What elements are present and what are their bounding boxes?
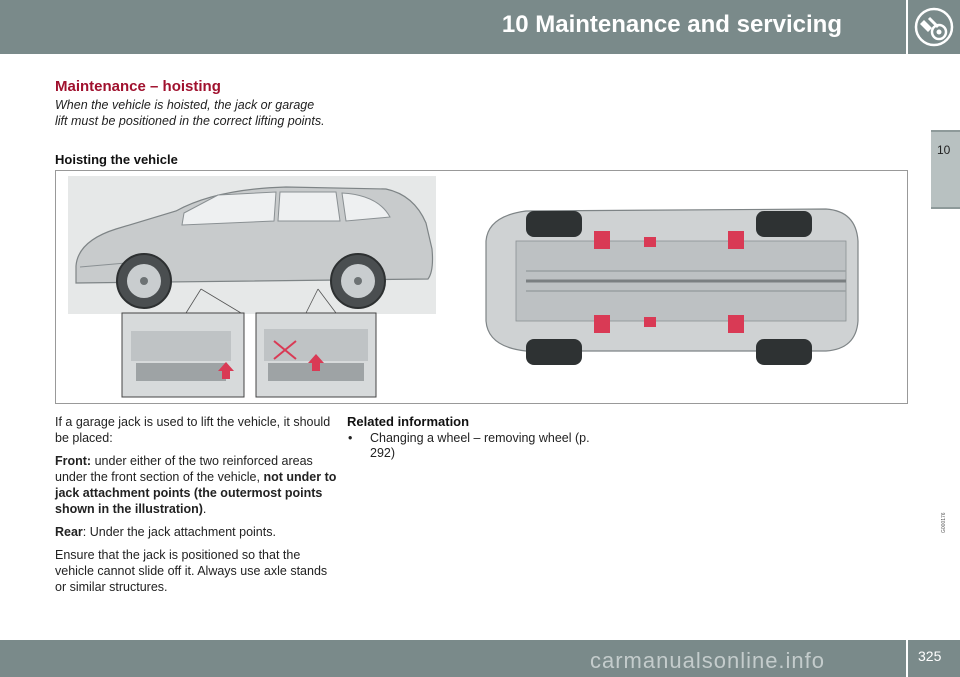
- hoisting-illustration: G000176: [55, 170, 947, 533]
- bullet: •: [348, 431, 353, 445]
- related-link[interactable]: • Changing a wheel – removing wheel (p. …: [347, 431, 607, 461]
- lift-point-mid-right: [644, 317, 656, 327]
- rear-left-wheel: [756, 211, 812, 237]
- instructions: If a garage jack is used to lift the veh…: [55, 414, 337, 602]
- section-title: Maintenance – hoisting: [55, 78, 221, 95]
- safety-note: Ensure that the jack is positioned so th…: [55, 548, 328, 594]
- instructions-intro: If a garage jack is used to lift the veh…: [55, 415, 331, 445]
- footer-page-box: [908, 640, 960, 677]
- front-instruction: Front: under either of the two reinforce…: [55, 454, 337, 516]
- related-information: Related information • Changing a wheel –…: [347, 414, 607, 461]
- lift-point-arrow: [218, 362, 234, 379]
- no-lift-cross: [273, 340, 297, 360]
- wrench-gear-icon: [914, 7, 954, 47]
- related-link-text[interactable]: Changing a wheel – removing wheel (p. 29…: [370, 431, 590, 460]
- section-intro: When the vehicle is hoisted, the jack or…: [55, 98, 325, 128]
- front-right-wheel: [526, 339, 582, 365]
- page-footer: [0, 640, 906, 677]
- rear-right-wheel: [756, 339, 812, 365]
- subsection-title: Hoisting the vehicle: [55, 152, 178, 167]
- figure-code: G000176: [941, 512, 947, 533]
- front-left-wheel: [526, 211, 582, 237]
- chapter-tab[interactable]: 10: [931, 130, 960, 209]
- watermark: carmanualsonline.info: [590, 648, 826, 673]
- lift-point-rear-right: [728, 315, 744, 333]
- vehicle-lift-points-diagram: [68, 176, 859, 398]
- page-number: 325: [918, 648, 942, 664]
- lift-point-mid-left: [644, 237, 656, 247]
- chapter-header: 10 Maintenance and servicing: [0, 0, 906, 54]
- chapter-tab-label: 10: [937, 143, 951, 157]
- lift-point-arrow: [308, 354, 324, 371]
- chapter-icon-box: [908, 0, 960, 54]
- lift-point-front-right: [594, 315, 610, 333]
- lift-point-front-left: [594, 231, 610, 249]
- lift-point-rear-left: [728, 231, 744, 249]
- chapter-title: 10 Maintenance and servicing: [501, 11, 842, 38]
- rear-instruction: Rear: Under the jack attachment points.: [55, 525, 276, 539]
- related-title: Related information: [347, 414, 470, 429]
